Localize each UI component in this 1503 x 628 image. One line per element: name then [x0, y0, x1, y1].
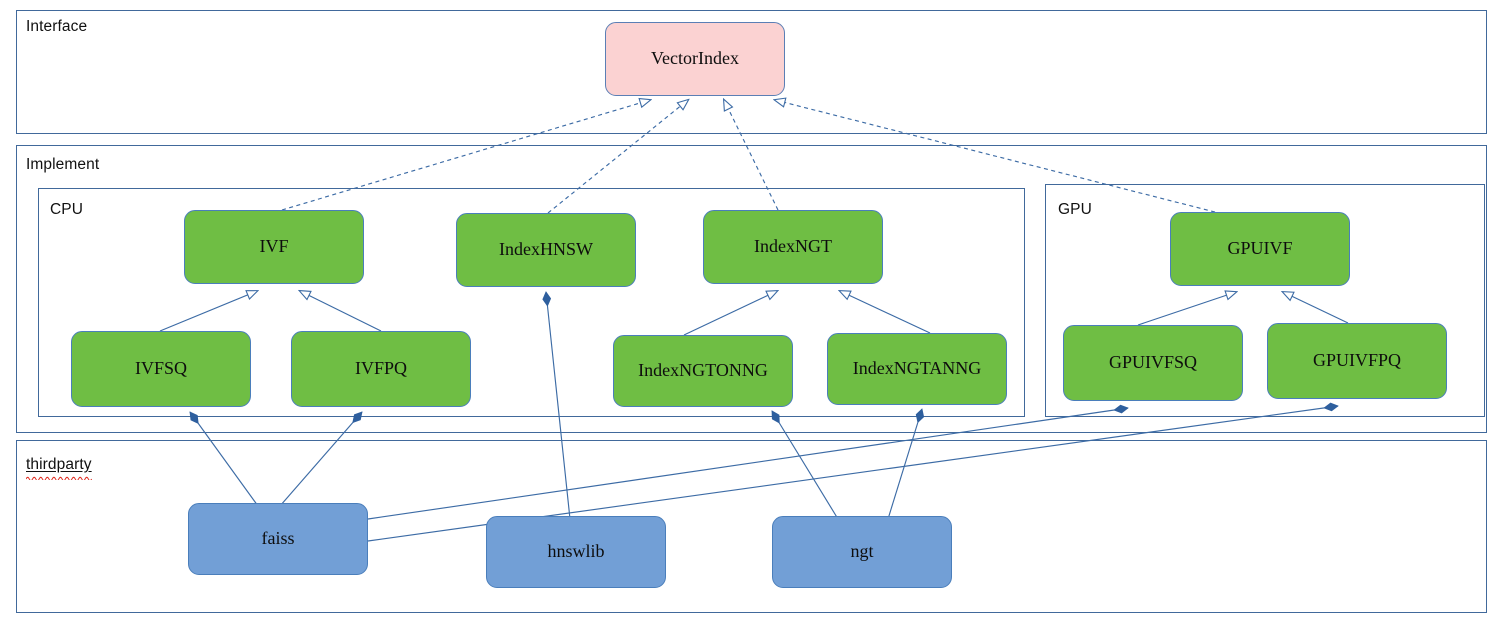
node-indexngt[interactable]: IndexNGT [703, 210, 883, 284]
node-indexngtonng[interactable]: IndexNGTONNG [613, 335, 793, 407]
node-gpuivf[interactable]: GPUIVF [1170, 212, 1350, 286]
node-ivfsq[interactable]: IVFSQ [71, 331, 251, 407]
node-indexngtanng[interactable]: IndexNGTANNG [827, 333, 1007, 405]
group-gpu-label: GPU [1058, 201, 1092, 218]
group-thirdparty-label: thirdparty [26, 456, 92, 480]
node-faiss[interactable]: faiss [188, 503, 368, 575]
group-interface-label: Interface [26, 18, 88, 35]
node-ivf[interactable]: IVF [184, 210, 364, 284]
group-thirdparty-text: thirdparty [26, 456, 92, 473]
node-gpuivfsq[interactable]: GPUIVFSQ [1063, 325, 1243, 401]
node-ngt[interactable]: ngt [772, 516, 952, 588]
node-ivfpq[interactable]: IVFPQ [291, 331, 471, 407]
group-implement-label: Implement [26, 156, 100, 173]
node-gpuivfpq[interactable]: GPUIVFPQ [1267, 323, 1447, 399]
group-cpu-label: CPU [50, 201, 84, 218]
node-vectorindex[interactable]: VectorIndex [605, 22, 785, 96]
node-indexhnsw[interactable]: IndexHNSW [456, 213, 636, 287]
node-hnswlib[interactable]: hnswlib [486, 516, 666, 588]
